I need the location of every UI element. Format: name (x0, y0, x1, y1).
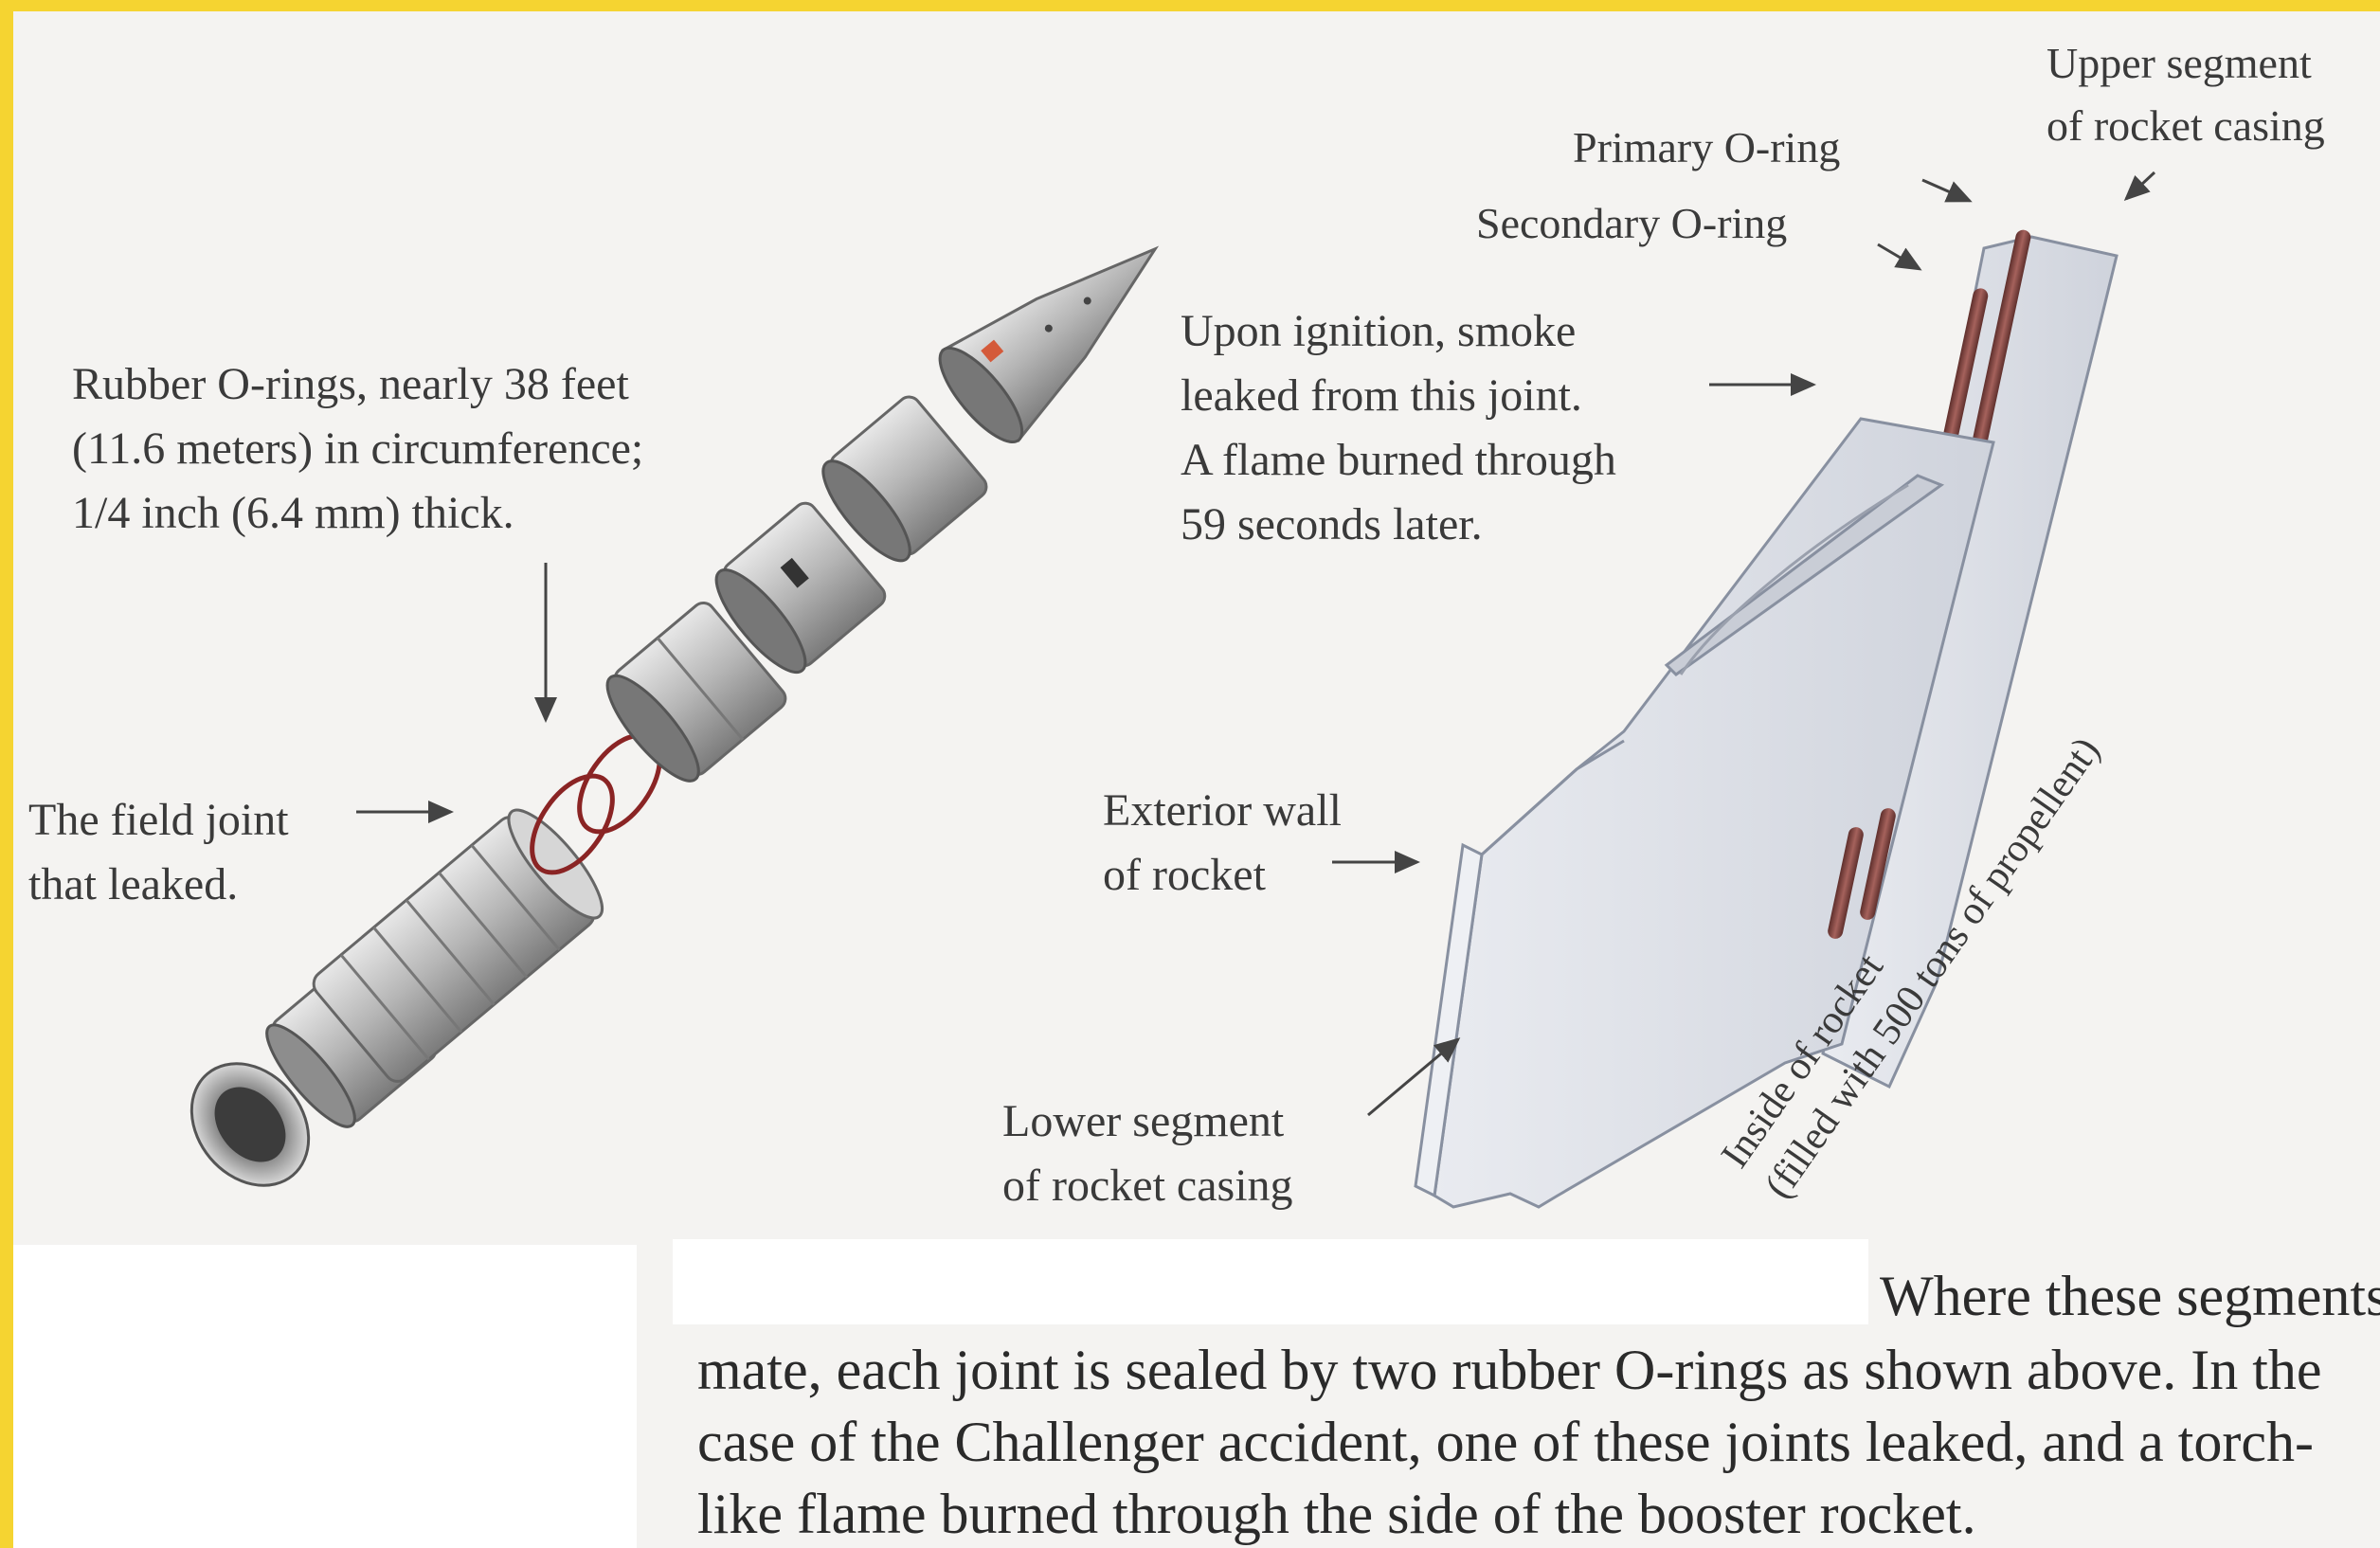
nose-cone (928, 204, 1193, 453)
arrow-primary-oring (1922, 180, 1970, 201)
blank-top-band (673, 1239, 1868, 1324)
label-secondary-oring: Secondary O-ring (1476, 191, 1787, 256)
label-rubber-orings: Rubber O-rings, nearly 38 feet (11.6 met… (72, 352, 643, 546)
label-lower-segment: Lower segment of rocket casing (1002, 1089, 1293, 1218)
arrow-secondary-oring (1878, 244, 1920, 269)
figure-page: Upper segment of rocket casing Primary O… (13, 11, 2380, 1548)
label-field-joint: The field joint that leaked. (28, 788, 289, 917)
label-primary-oring: Primary O-ring (1573, 116, 1840, 180)
caption-line-1: Where these segments (1880, 1260, 2380, 1332)
caption-line-4: like flame burned through the side of th… (697, 1478, 1976, 1548)
label-upper-segment: Upper segment of rocket casing (2046, 32, 2325, 157)
label-exterior-wall: Exterior wall of rocket (1103, 779, 1342, 908)
caption-line-3: case of the Challenger accident, one of … (697, 1406, 2314, 1478)
caption-line-2: mate, each joint is sealed by two rubber… (697, 1334, 2322, 1406)
label-ignition-note: Upon ignition, smoke leaked from this jo… (1181, 299, 1616, 557)
arrow-upper-segment (2126, 172, 2155, 199)
blank-left (13, 1245, 637, 1548)
